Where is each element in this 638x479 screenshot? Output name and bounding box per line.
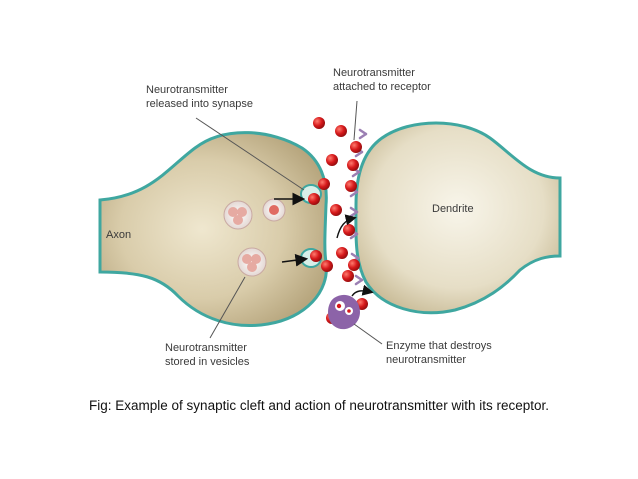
neurotransmitter [326, 154, 338, 166]
neurotransmitter [350, 141, 362, 153]
dendrite [354, 121, 562, 315]
enzyme [328, 294, 360, 330]
label-attached: Neurotransmitter attached to receptor [333, 67, 431, 93]
vesicle [237, 247, 267, 277]
axon-terminal [98, 131, 328, 328]
neurotransmitter [313, 117, 325, 129]
neurotransmitter [342, 270, 354, 282]
label-released: Neurotransmitter released into synapse [146, 84, 253, 110]
neurotransmitter [308, 193, 320, 205]
neurotransmitter [343, 224, 355, 236]
neurotransmitter [330, 204, 342, 216]
leader-stored [209, 276, 246, 339]
neurotransmitter-molecules [308, 117, 368, 324]
label-stored: Neurotransmitter stored in vesicles [165, 342, 250, 368]
leader-enzyme [353, 323, 383, 345]
vesicle [223, 200, 253, 230]
neurotransmitter [336, 247, 348, 259]
reuptake-arrow [351, 284, 374, 297]
figure-caption: Fig: Example of synaptic cleft and actio… [89, 398, 549, 413]
neurotransmitter [348, 259, 360, 271]
neurotransmitter [310, 250, 322, 262]
vesicle [262, 198, 286, 222]
label-dendrite: Dendrite [432, 203, 474, 215]
neurotransmitter [321, 260, 333, 272]
leader-attached [353, 100, 358, 141]
binding-arrow [336, 214, 357, 239]
neurotransmitter [347, 159, 359, 171]
label-enzyme: Enzyme that destroys neurotransmitter [386, 340, 495, 366]
release-arrow [281, 253, 309, 267]
neurotransmitter [318, 178, 330, 190]
neurotransmitter [345, 180, 357, 192]
label-axon: Axon [106, 229, 131, 241]
neurotransmitter [335, 125, 347, 137]
leader-released [195, 117, 305, 191]
